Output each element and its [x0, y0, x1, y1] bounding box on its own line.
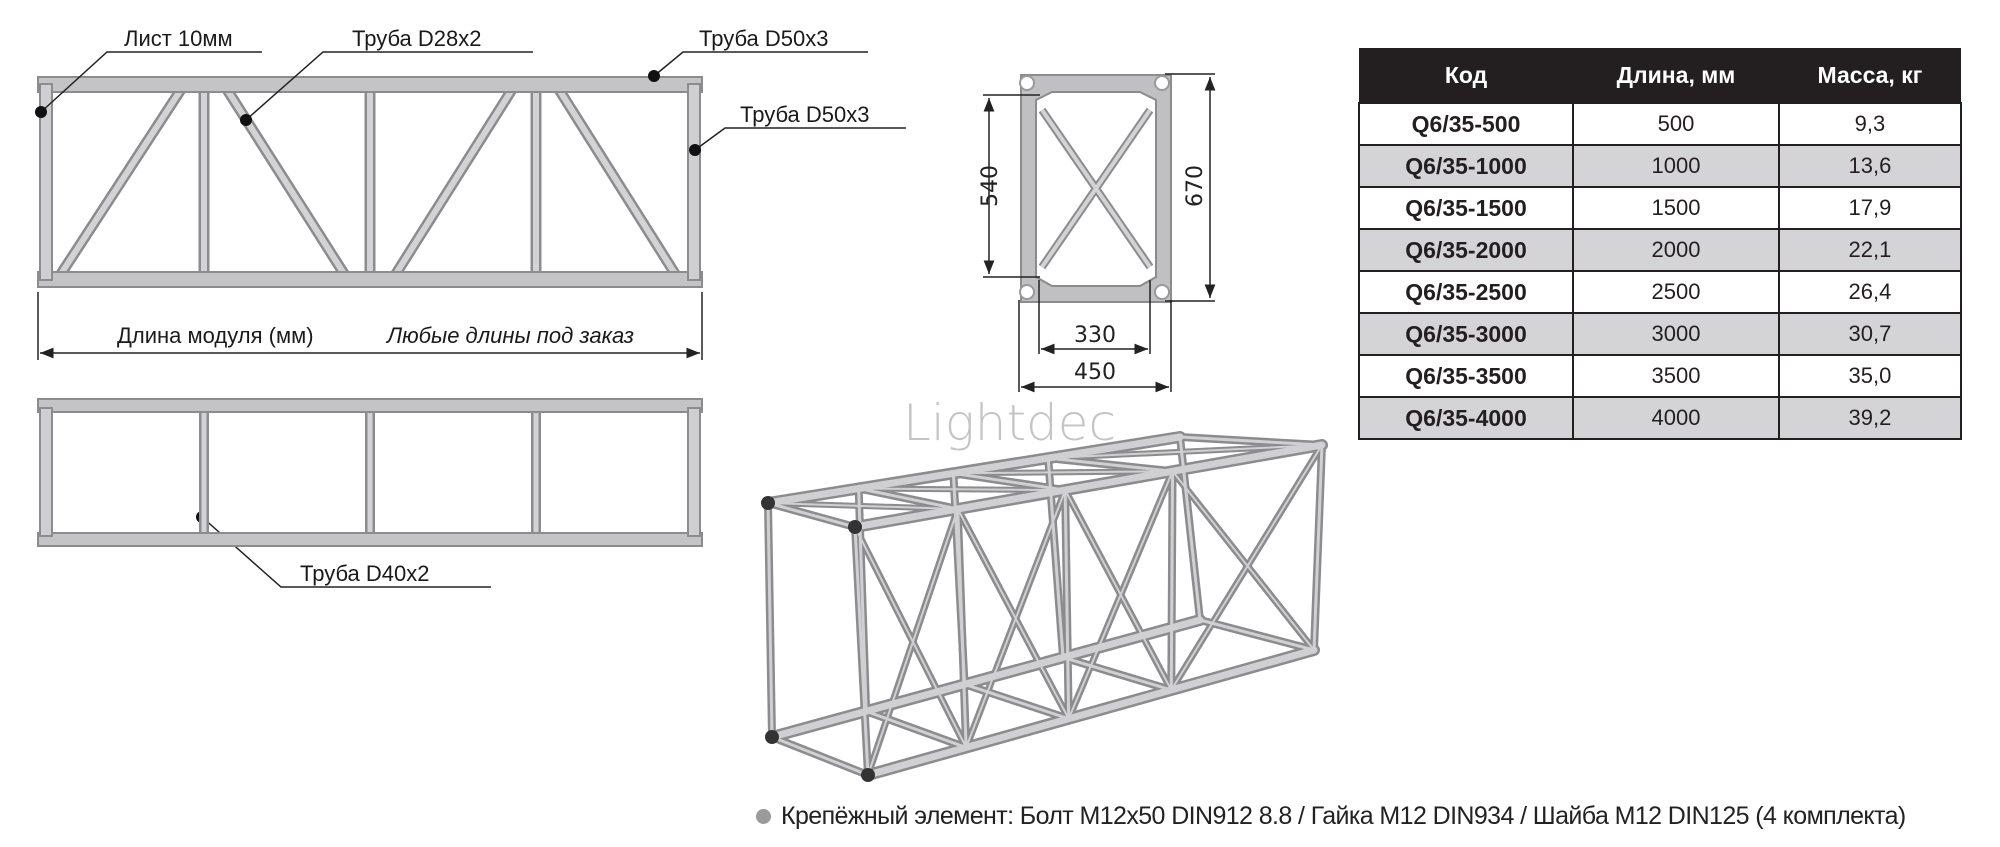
truss-3d-view	[761, 431, 1328, 782]
bullet-icon	[756, 809, 771, 824]
truss-tube	[854, 526, 968, 749]
cell-length: 3000	[1572, 312, 1780, 356]
truss-tube	[1171, 470, 1315, 651]
header-code: Код	[1359, 48, 1574, 103]
truss-tube	[1067, 470, 1174, 720]
truss-tube	[857, 487, 1067, 492]
cross-section-plate	[1019, 74, 1172, 303]
truss-tube	[864, 709, 968, 749]
cell-code: Q6/35-1500	[1357, 186, 1575, 230]
fastener-text: Крепёжный элемент: Болт M12x50 DIN912 8.…	[781, 802, 1906, 830]
cell-mass: 13,6	[1777, 144, 1963, 188]
bolt-joint	[848, 520, 862, 534]
cell-mass: 30,7	[1777, 312, 1963, 356]
truss-tube	[952, 470, 1174, 475]
cell-code: Q6/35-4000	[1357, 396, 1575, 440]
truss-tube	[1047, 444, 1323, 460]
truss-tube	[1312, 443, 1324, 652]
truss-tube	[963, 682, 1071, 721]
truss-top-view	[37, 398, 703, 547]
bolt-joint	[761, 496, 775, 510]
cross-section-dimensions	[983, 73, 1216, 393]
truss-tube	[965, 489, 1067, 749]
cell-length: 500	[1572, 102, 1780, 146]
cell-mass: 39,2	[1777, 396, 1963, 440]
truss-tube	[1198, 618, 1316, 652]
truss-tube	[1169, 469, 1175, 692]
cell-code: Q6/35-500	[1357, 102, 1575, 146]
truss-tube	[956, 507, 1070, 720]
cell-mass: 9,3	[1777, 102, 1963, 146]
truss-tube	[1063, 488, 1071, 721]
cell-code: Q6/35-2000	[1357, 228, 1575, 272]
truss-tube	[1064, 489, 1173, 691]
cell-length: 2000	[1572, 228, 1780, 272]
dim-outer-height: 670	[1183, 165, 1208, 207]
callout-chord-tube-top: Труба D50x3	[699, 26, 828, 51]
truss-tube	[1178, 435, 1324, 447]
truss-tube	[1046, 456, 1175, 473]
truss-tube	[1170, 444, 1323, 691]
truss-tube	[766, 501, 857, 529]
length-note: Любые длины под заказ	[385, 323, 634, 348]
truss-tube	[851, 441, 1326, 531]
truss-tube	[867, 507, 959, 776]
cell-length: 4000	[1572, 396, 1780, 440]
callout-brace-tube: Труба D28x2	[352, 26, 481, 51]
truss-tube	[770, 735, 870, 777]
callout-chord-tube-side: Труба D50x3	[740, 102, 869, 127]
truss-tube	[768, 616, 1204, 741]
cell-code: Q6/35-3000	[1357, 312, 1575, 356]
cell-code: Q6/35-1000	[1357, 144, 1575, 188]
cell-code: Q6/35-3500	[1357, 354, 1575, 398]
truss-tube	[1061, 655, 1173, 692]
callout-vertical-tube: Труба D40x2	[300, 561, 429, 586]
fastener-note: Крепёжный элемент: Болт M12x50 DIN912 8.…	[756, 802, 1906, 831]
truss-tube	[951, 471, 1067, 492]
truss-tube	[764, 433, 1184, 507]
truss-tube	[853, 525, 870, 777]
cell-mass: 17,9	[1777, 186, 1963, 230]
table-header-row: Код Длина, мм Масса, кг	[1359, 48, 1961, 103]
truss-tube	[857, 486, 960, 511]
length-dimension	[37, 292, 703, 360]
bolt-joint	[765, 730, 779, 744]
cell-code: Q6/35-2500	[1357, 270, 1575, 314]
cell-length: 3500	[1572, 354, 1780, 398]
cell-length: 1000	[1572, 144, 1780, 188]
header-length: Длина, мм	[1573, 48, 1779, 103]
callout-sheet: Лист 10мм	[124, 26, 233, 51]
cell-mass: 22,1	[1777, 228, 1963, 272]
bolt-joint	[861, 768, 875, 782]
truss-tube	[864, 646, 1318, 779]
truss-tube	[766, 501, 774, 739]
truss-side-view	[37, 76, 703, 288]
dim-inner-width: 330	[1074, 323, 1116, 348]
cell-mass: 35,0	[1777, 354, 1963, 398]
cell-mass: 26,4	[1777, 270, 1963, 314]
truss-tube	[1046, 456, 1065, 659]
header-mass: Масса, кг	[1778, 48, 1961, 103]
dim-outer-width: 450	[1074, 360, 1116, 385]
truss-tube	[767, 502, 959, 510]
watermark-logo: Lightdec	[903, 394, 1116, 452]
length-label: Длина модуля (мм)	[117, 323, 314, 348]
dim-inner-height: 540	[978, 165, 1003, 207]
truss-tube	[1178, 435, 1202, 622]
cell-length: 1500	[1572, 186, 1780, 230]
cell-length: 2500	[1572, 270, 1780, 314]
